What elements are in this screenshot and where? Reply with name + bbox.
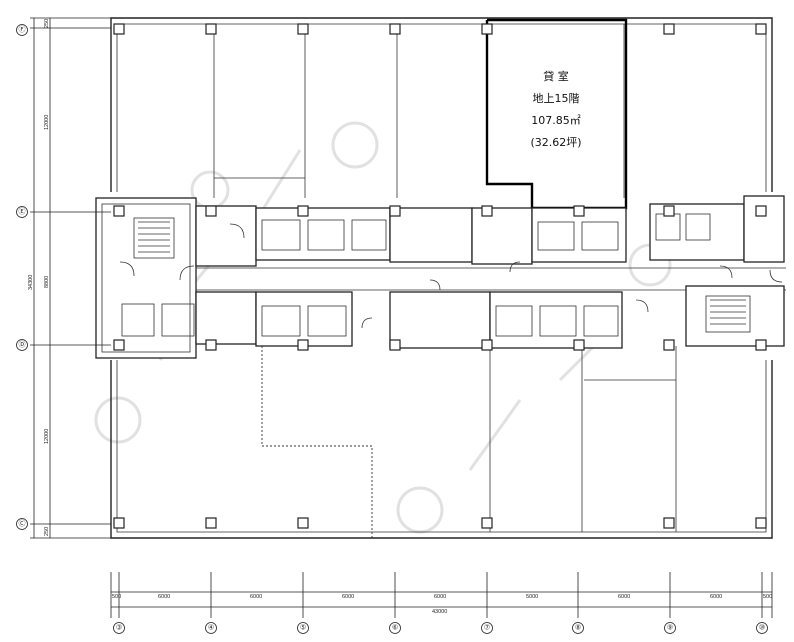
bottom-dimension: 500 6000 6000 6000 6000 5000 6000 6000 5… xyxy=(110,572,773,634)
left-dim-4: 250 xyxy=(44,527,50,536)
grid-col-3: ③ xyxy=(116,624,122,632)
grid-col-9: ⑨ xyxy=(667,624,673,632)
stair-left xyxy=(138,221,170,253)
left-dim-3: 12000 xyxy=(44,429,50,444)
grid-row-D: Ⓓ xyxy=(19,341,26,349)
bottom-dim-5: 5000 xyxy=(526,594,538,600)
bottom-dim-total: 43000 xyxy=(432,609,447,615)
bottom-dim-6: 6000 xyxy=(618,594,630,600)
grid-col-4: ④ xyxy=(208,624,214,632)
upper-partitions xyxy=(213,24,625,198)
lower-partitions xyxy=(261,346,677,538)
bottom-dim-4: 6000 xyxy=(434,594,446,600)
stair-right xyxy=(710,299,746,325)
bottom-dim-7: 6000 xyxy=(710,594,722,600)
room-area-tsubo: (32.62坪) xyxy=(530,136,581,149)
grid-row-E: Ⓔ xyxy=(19,208,26,216)
grid-col-6: ⑥ xyxy=(392,624,398,632)
grid-col-7: ⑦ xyxy=(484,624,490,632)
bottom-dim-8: 500 xyxy=(763,594,772,600)
room-floor: 地上15階 xyxy=(533,91,580,105)
core xyxy=(95,195,786,359)
room-title: 貸 室 xyxy=(543,69,569,83)
grid-row-F: Ⓕ xyxy=(19,26,26,34)
grid-col-8: ⑧ xyxy=(575,624,581,632)
bottom-dim-0: 500 xyxy=(112,594,121,600)
left-dim-2: 8800 xyxy=(44,276,50,288)
left-dim-1: 12000 xyxy=(44,115,50,130)
left-dim-total: 34300 xyxy=(28,275,34,290)
room-area-sqm: 107.85㎡ xyxy=(531,114,581,127)
building-outline xyxy=(110,17,773,539)
grid-col-10: ⑩ xyxy=(759,624,765,632)
bottom-dim-1: 6000 xyxy=(158,594,170,600)
bottom-dim-3: 6000 xyxy=(342,594,354,600)
grid-row-C: Ⓒ xyxy=(19,520,26,528)
bottom-dim-2: 6000 xyxy=(250,594,262,600)
columns xyxy=(113,23,767,529)
left-dimension: 250 12000 8800 12000 250 34300 Ⓕ Ⓔ Ⓓ Ⓒ xyxy=(16,17,111,539)
left-dim-0: 250 xyxy=(44,19,50,28)
grid-col-5: ⑤ xyxy=(300,624,306,632)
rental-room-label: 貸 室 地上15階 107.85㎡ (32.62坪) xyxy=(530,69,581,149)
